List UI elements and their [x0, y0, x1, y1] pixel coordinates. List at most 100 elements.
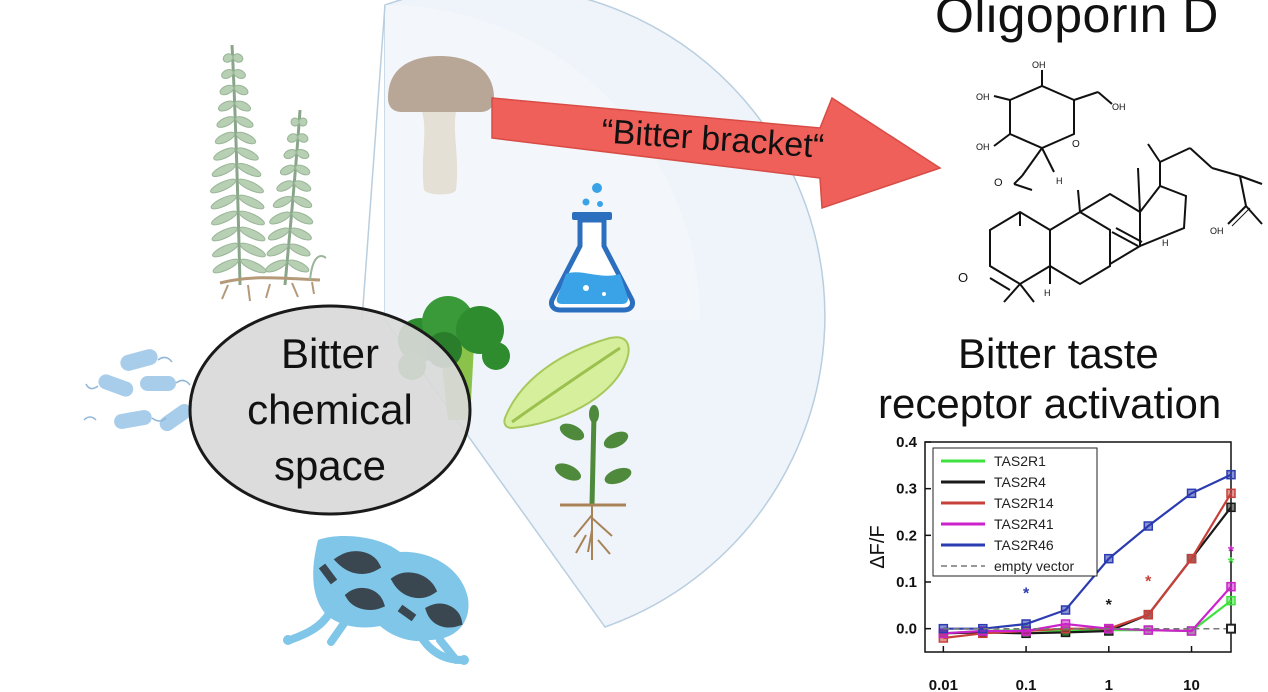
h-label-1: H — [1056, 176, 1063, 186]
data-point — [1226, 502, 1236, 513]
fern-leaflet — [286, 133, 299, 143]
frog-icon — [283, 536, 469, 665]
fern-leaflet — [296, 148, 310, 160]
data-point — [1060, 605, 1071, 615]
oh-label-5: OH — [1210, 226, 1224, 236]
fern-leaflet — [291, 211, 314, 225]
fern-leaflet — [292, 195, 313, 209]
fern-leaflet — [222, 53, 234, 63]
data-point — [1021, 619, 1031, 629]
fern-leaflet — [217, 100, 235, 112]
fern-leaflet — [267, 227, 290, 241]
fern-leaflet — [237, 178, 264, 194]
data-point — [1143, 609, 1154, 620]
data-point — [1186, 553, 1197, 564]
fern-leaflet — [210, 178, 237, 194]
data-point — [1226, 488, 1236, 499]
y-tick-label: 0.3 — [896, 481, 917, 498]
fern-leaflet — [239, 226, 266, 242]
legend-box — [932, 447, 1098, 577]
x-tick-label: 10 — [1183, 677, 1200, 692]
fern-leaflet — [216, 116, 235, 128]
fern-leaflet — [269, 211, 291, 225]
section-title-line2: receptor activation — [878, 380, 1222, 427]
svg-text:O: O — [958, 270, 968, 285]
x-tick-label: 0.1 — [1016, 677, 1037, 692]
oh-label-1: OH — [1032, 60, 1046, 70]
fern-leaflet — [211, 226, 238, 242]
ellipse-text-line2: chemical — [247, 386, 413, 433]
data-point — [1186, 488, 1197, 499]
fern-leaflet — [266, 243, 289, 257]
data-point — [1226, 469, 1236, 480]
fern-leaflet — [233, 84, 249, 96]
fern-leaflet — [295, 164, 311, 176]
fern-leaflet — [290, 117, 300, 127]
fern-leaflet — [235, 131, 257, 145]
legend-label: TAS2R4 — [994, 474, 1046, 490]
mushroom-icon — [388, 56, 494, 195]
data-point — [1226, 623, 1236, 634]
fern-leaflet — [212, 242, 239, 258]
bitter-bracket-arrow: “Bitter bracket“ — [491, 96, 942, 210]
fern-leaflet — [232, 53, 244, 63]
fern-leaflet — [213, 147, 236, 161]
section-title-line1: Bitter taste — [958, 330, 1159, 377]
fern-leaflet — [276, 180, 294, 192]
data-point — [1186, 626, 1197, 636]
fern-leaflet — [287, 259, 310, 273]
lettuce-icon — [503, 336, 630, 430]
fern-leaflet — [233, 69, 246, 79]
fern-icon — [210, 44, 327, 302]
oh-label-3: OH — [976, 142, 990, 152]
fern-leaflet — [219, 84, 235, 96]
h-label-3: H — [1162, 238, 1169, 248]
oh-label-4: OH — [1112, 102, 1126, 112]
legend-label: empty vector — [994, 558, 1074, 574]
legend-label: TAS2R41 — [994, 516, 1054, 532]
y-tick-label: 0.2 — [896, 527, 917, 544]
y-tick-label: 0.1 — [896, 574, 917, 591]
fern-leaflet — [212, 258, 239, 274]
oh-label-2: OH — [976, 92, 990, 102]
fern-leaflet — [290, 227, 312, 241]
fern-leaflet — [293, 180, 312, 192]
bitter-chemical-space-ellipse: Bitter chemical space — [188, 304, 472, 516]
fern-leaflet — [240, 258, 267, 274]
series-line — [943, 473, 1232, 630]
significance-marker: * — [1228, 555, 1235, 572]
y-tick-label: 0.0 — [896, 621, 917, 638]
flask-icon — [549, 183, 635, 313]
fern-leaflet — [235, 116, 254, 128]
oligoporin-structure: OH OH OH OH OH H H H O O O — [958, 60, 1263, 303]
svg-text:O: O — [1072, 139, 1080, 150]
fern-leaflet — [289, 243, 311, 257]
data-point — [1226, 581, 1236, 592]
fern-leaflet — [283, 148, 297, 160]
fern-leaflet — [236, 147, 259, 161]
fern-leaflet — [297, 133, 309, 143]
fern-leaflet — [211, 163, 236, 177]
series-line — [943, 585, 1232, 635]
chart-y-axis-label: ΔF/F — [867, 525, 889, 568]
legend-label: TAS2R14 — [994, 495, 1054, 511]
data-point — [1143, 625, 1154, 635]
ellipse-text-line1: Bitter — [281, 330, 379, 377]
fern-leaflet — [237, 163, 262, 177]
compound-title: Oligoporin D — [935, 0, 1219, 43]
fern-leaflet — [214, 131, 236, 145]
y-tick-label: 0.4 — [896, 434, 918, 451]
legend-label: TAS2R46 — [994, 537, 1054, 553]
plant-icon — [554, 405, 632, 560]
fern-leaflet — [298, 117, 308, 127]
x-tick-label: 1 — [1105, 677, 1113, 692]
legend-label: TAS2R1 — [994, 453, 1046, 469]
significance-marker: * — [1023, 585, 1030, 602]
fern-leaflet — [234, 100, 252, 112]
fern-leaflet — [279, 164, 296, 176]
fern-leaflet — [211, 210, 238, 226]
fern-leaflet — [238, 210, 265, 226]
